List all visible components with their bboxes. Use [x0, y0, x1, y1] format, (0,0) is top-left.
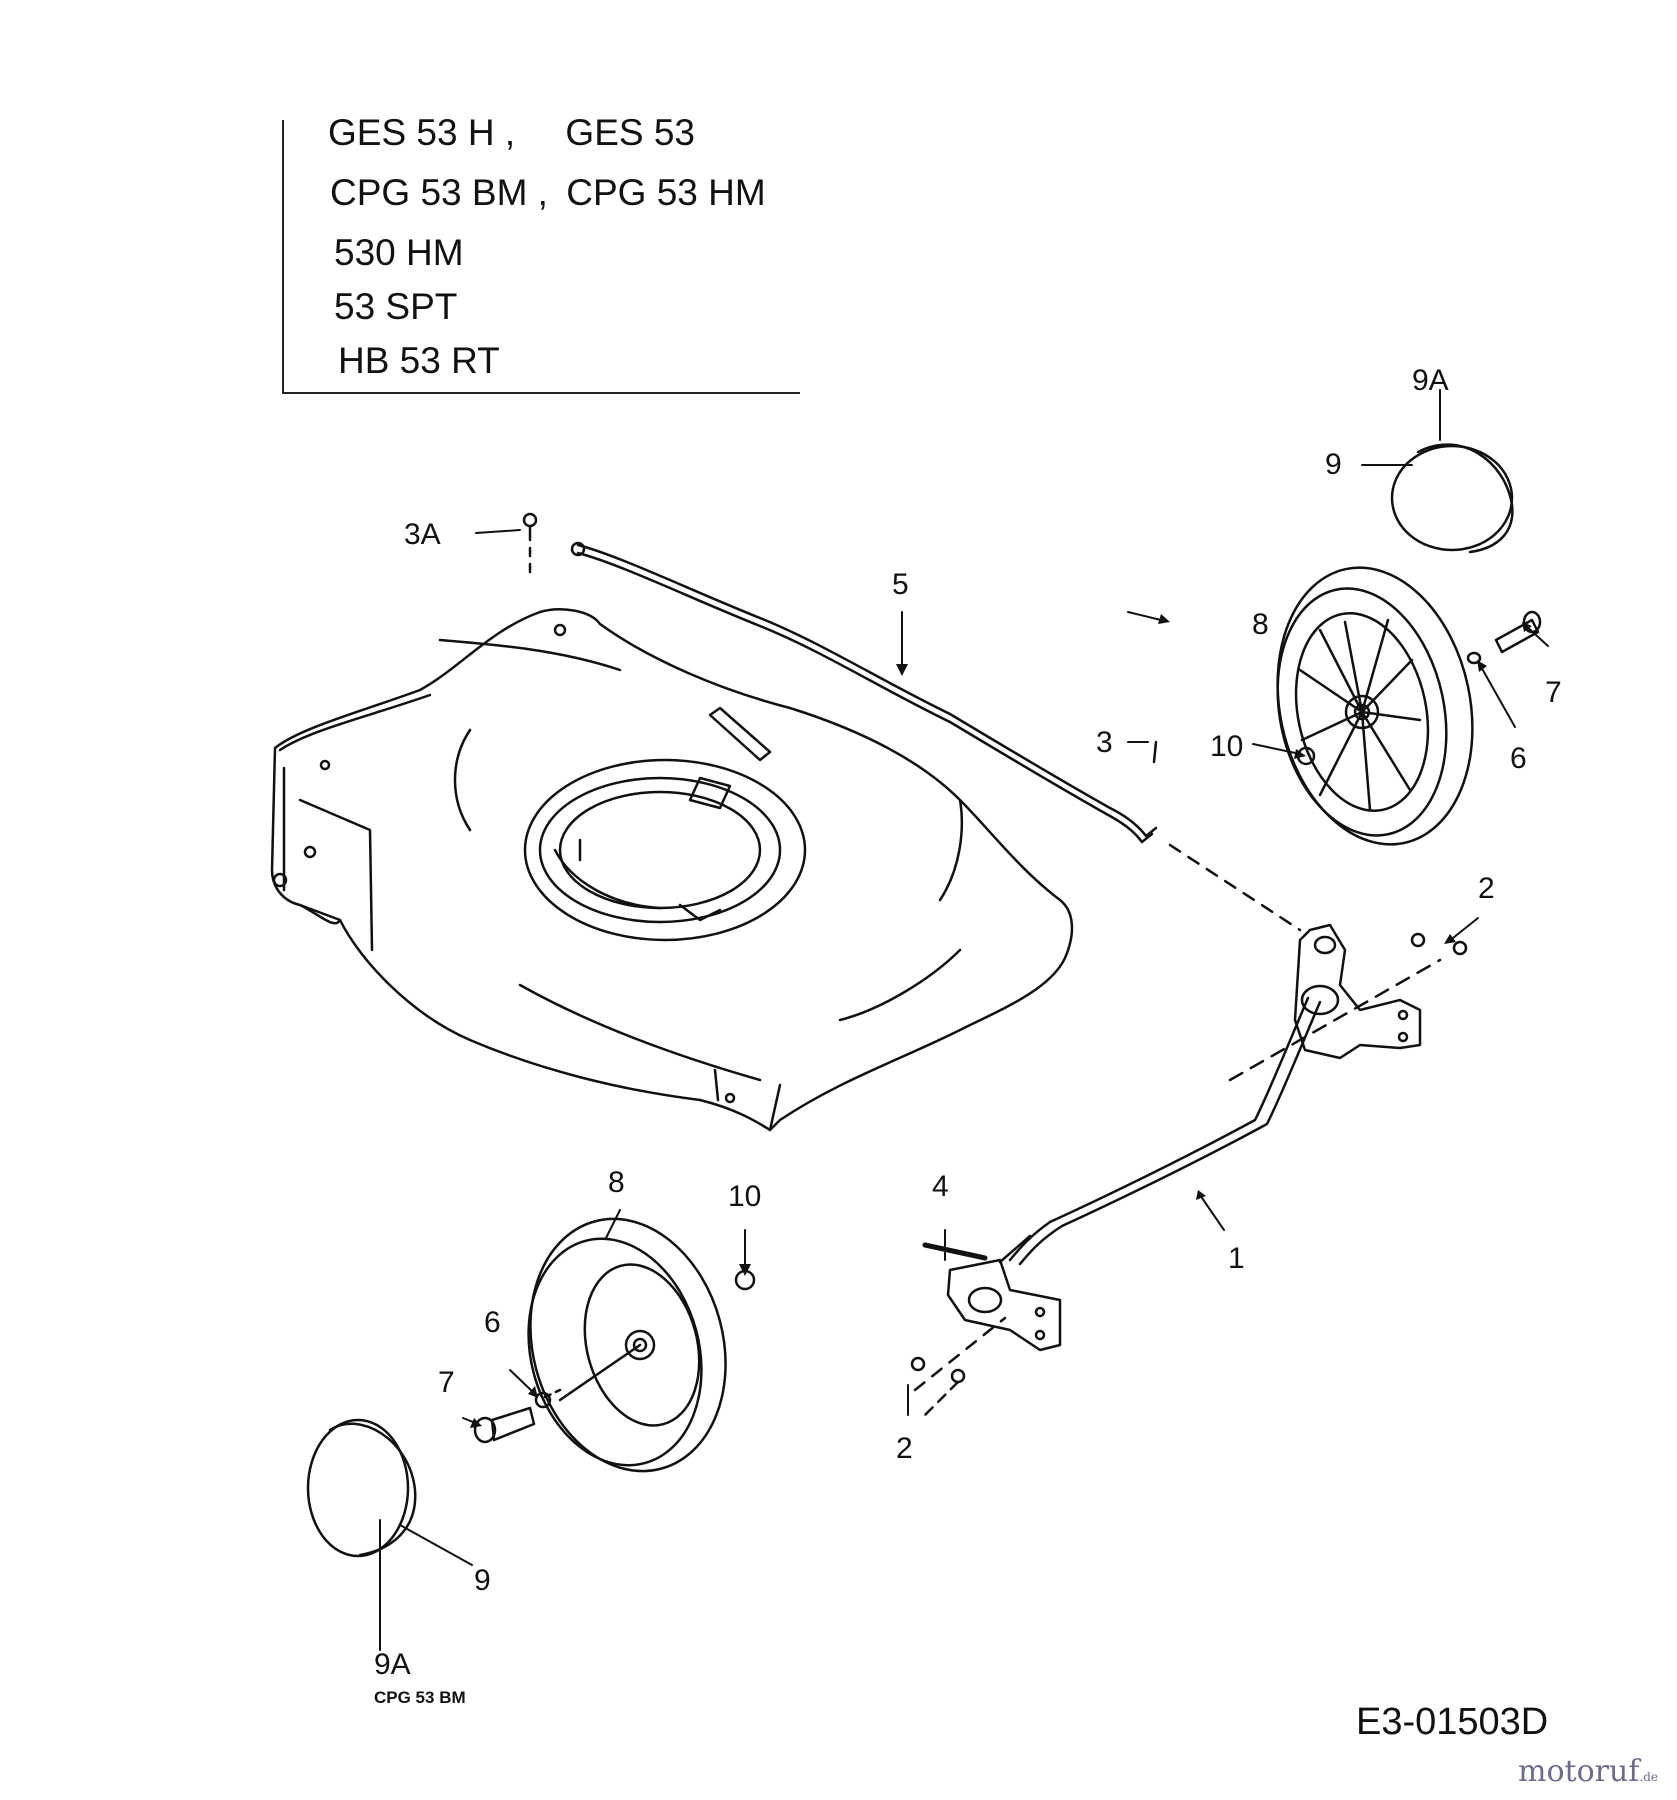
callout-10: 10 [728, 1180, 761, 1213]
callout-3a: 3A [404, 518, 441, 551]
callout-3: 3 [1096, 726, 1113, 759]
pin-3 [1152, 740, 1158, 764]
callout-1: 1 [1228, 1242, 1245, 1275]
callout-2: 2 [1478, 872, 1495, 905]
model-list: GES 53 H , GES 53 CPG 53 BM , CPG 53 HM … [282, 112, 800, 394]
model-name: GES 53 H , [328, 112, 516, 153]
model-name: 53 SPT [334, 286, 458, 327]
callout-9a: 9A [374, 1648, 411, 1681]
hub-cap-lower [306, 1418, 417, 1558]
model-name: 530 HM [334, 232, 464, 273]
model-line-2: CPG 53 BM , CPG 53 HM [330, 172, 766, 214]
callout-7: 7 [438, 1366, 455, 1399]
drawing-id: E3-01503D [1356, 1701, 1549, 1743]
model-name: HB 53 RT [338, 340, 500, 381]
height-bracket-lower [913, 1234, 1062, 1392]
wheel-lower [527, 1217, 727, 1473]
arrowheads [470, 614, 1532, 1428]
bolt-upper [1466, 610, 1542, 665]
model-name: GES 53 [565, 112, 695, 153]
model-name: CPG 53 BM , [330, 172, 548, 213]
callout-5: 5 [892, 568, 909, 601]
pin-3a [522, 512, 538, 580]
watermark-text: motoruf [1518, 1754, 1640, 1789]
callout-8: 8 [1252, 608, 1269, 641]
callout-8: 8 [608, 1166, 625, 1199]
axle-rod [1008, 996, 1322, 1266]
model-line-4: 53 SPT [334, 286, 457, 328]
model-line-3: 530 HM [334, 232, 464, 274]
callout-9: 9 [1325, 448, 1342, 481]
leader-lines [379, 389, 1549, 1651]
callout-2: 2 [896, 1432, 913, 1465]
hub-cap-upper [1390, 443, 1514, 554]
handle-rod [570, 541, 1158, 844]
watermark-logo: motoruf.de [1518, 1754, 1658, 1789]
callout-9a: 9A [1412, 364, 1449, 397]
assembly-line [1168, 843, 1302, 932]
model-name: CPG 53 HM [566, 172, 766, 213]
callout-labels: 1 2 2 3 3A 4 5 6 6 7 7 8 8 9 9 9A 9A 10 … [374, 364, 1562, 1681]
callout-9: 9 [474, 1564, 491, 1597]
bolt-lower [473, 1388, 562, 1444]
wheel-upper [1276, 566, 1474, 846]
callout-6: 6 [484, 1306, 501, 1339]
height-bracket-upper [1228, 923, 1442, 1082]
callout-10: 10 [1210, 730, 1243, 763]
variant-note: CPG 53 BM [374, 1688, 466, 1707]
watermark-suffix: .de [1639, 1770, 1659, 1784]
screws-2 [910, 932, 1468, 1422]
callout-6: 6 [1510, 742, 1527, 775]
model-line-1: GES 53 H , GES 53 [328, 112, 695, 154]
callout-7: 7 [1545, 676, 1562, 709]
mower-deck [270, 608, 1074, 1132]
model-line-5: HB 53 RT [338, 340, 500, 382]
callout-4: 4 [932, 1170, 949, 1203]
